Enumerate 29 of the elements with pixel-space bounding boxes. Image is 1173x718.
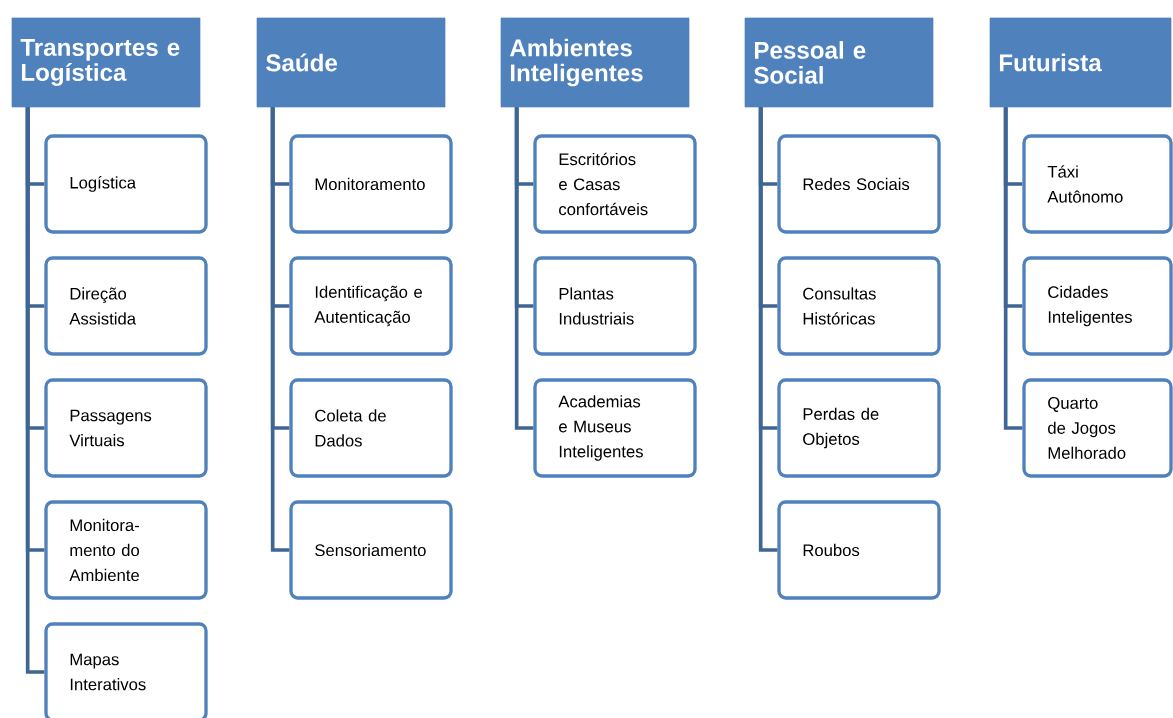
item-box: Plantas Industriais: [533, 256, 697, 356]
item-box: Cidades Inteligentes: [1022, 256, 1173, 356]
category-box: Futurista: [989, 17, 1172, 108]
category-box: Saúde: [256, 17, 446, 108]
item-box: Sensoriamento: [289, 500, 453, 600]
connector-line: [1003, 107, 1023, 430]
item-box: Identificação e Autenticação: [289, 256, 453, 356]
item-box: Redes Sociais: [777, 134, 941, 234]
item-box: Táxi Autônomo: [1022, 134, 1173, 234]
item-box: Logística: [44, 134, 208, 234]
item-box: Escritórios e Casas confortáveis: [533, 134, 697, 234]
connector-line: [514, 107, 534, 430]
category-box: Transportes e Logística: [11, 17, 201, 108]
item-box: Roubos: [777, 500, 941, 600]
item-box: Consultas Históricas: [777, 256, 941, 356]
item-box: Perdas de Objetos: [777, 378, 941, 478]
connector-line: [758, 107, 778, 552]
item-box: Mapas Interativos: [44, 622, 208, 718]
category-box: Pessoal e Social: [744, 17, 934, 108]
category-box: Ambientes Inteligentes: [500, 17, 690, 108]
connector-line: [270, 107, 290, 552]
connector-line: [25, 107, 45, 674]
item-box: Quarto de Jogos Melhorado: [1022, 378, 1173, 478]
item-box: Monitora-mento do Ambiente: [44, 500, 208, 600]
item-box: Monitoramento: [289, 134, 453, 234]
item-box: Coleta de Dados: [289, 378, 453, 478]
item-box: Academias e Museus Inteligentes: [533, 378, 697, 478]
item-box: Passagens Virtuais: [44, 378, 208, 478]
item-box: Direção Assistida: [44, 256, 208, 356]
